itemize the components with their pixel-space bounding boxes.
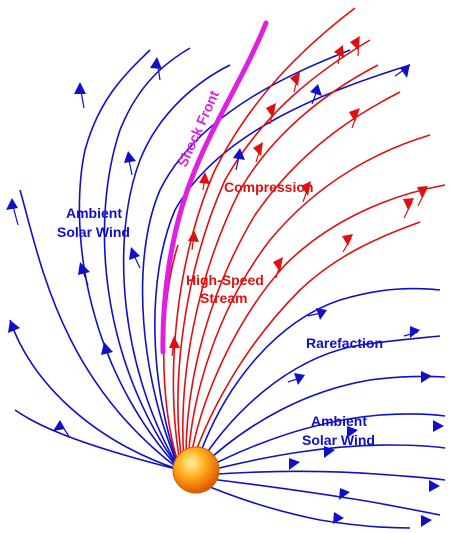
field-line — [187, 134, 431, 463]
arrow — [129, 247, 140, 260]
arrow — [310, 84, 322, 96]
arrow — [339, 488, 350, 500]
ambient-field-lines-left — [9, 47, 411, 471]
label-solar-wind-lower: Solar Wind — [302, 432, 375, 448]
arrow — [316, 308, 327, 320]
arrow — [253, 142, 263, 156]
field-line — [197, 481, 411, 529]
arrow — [301, 181, 311, 196]
field-line — [202, 470, 446, 481]
shock-front-curve — [160, 20, 269, 355]
field-line — [201, 477, 441, 516]
label-rarefaction: Rarefaction — [306, 335, 383, 351]
field-line — [191, 221, 421, 463]
field-line — [189, 184, 446, 463]
label-high-speed: High-Speed — [186, 272, 264, 288]
field-line — [177, 39, 371, 463]
arrow — [124, 151, 136, 163]
arrow-stems — [10, 39, 427, 439]
label-solar-wind-upper: Solar Wind — [57, 224, 130, 240]
field-line — [14, 409, 181, 471]
arrow — [410, 326, 420, 338]
arrow — [8, 320, 20, 333]
label-compression: Compression — [224, 179, 313, 195]
arrow — [403, 198, 414, 210]
arrow — [433, 420, 444, 432]
field-line — [202, 444, 446, 473]
field-line — [195, 287, 441, 466]
arrow — [349, 108, 360, 122]
arrow — [342, 234, 353, 246]
field-line — [9, 319, 181, 471]
arrow — [421, 515, 432, 527]
field-line — [185, 91, 401, 463]
field-line — [201, 413, 446, 471]
fast-stream-field-lines — [162, 7, 446, 463]
field-line — [122, 64, 231, 471]
arrow — [150, 57, 162, 69]
field-line — [172, 7, 356, 463]
field-line — [103, 47, 191, 471]
label-ambient-lower: Ambient — [311, 413, 367, 429]
fast-stream-arrows — [169, 36, 428, 348]
arrow — [417, 186, 428, 198]
ambient-field-lines-right — [195, 287, 446, 529]
arrow — [334, 45, 344, 58]
arrow — [290, 72, 300, 86]
arrow — [289, 458, 300, 470]
arrow — [78, 262, 90, 275]
label-ambient-upper: Ambient — [66, 205, 122, 221]
field-line — [141, 49, 351, 471]
arrow — [429, 480, 440, 492]
arrow — [421, 371, 432, 383]
field-line — [182, 64, 379, 463]
arrow — [101, 342, 113, 355]
sun — [172, 446, 220, 494]
field-line — [197, 335, 441, 467]
field-line — [19, 189, 181, 471]
arrow — [169, 336, 180, 348]
field-line — [199, 375, 446, 469]
arrow — [294, 373, 305, 385]
arrow — [53, 420, 65, 431]
arrow — [333, 512, 344, 524]
arrow — [350, 36, 360, 50]
arrow — [273, 257, 283, 272]
arrow — [266, 103, 276, 118]
field-line — [78, 49, 181, 471]
arrow — [347, 426, 358, 438]
arrow — [324, 446, 335, 458]
label-stream: Stream — [200, 290, 247, 306]
